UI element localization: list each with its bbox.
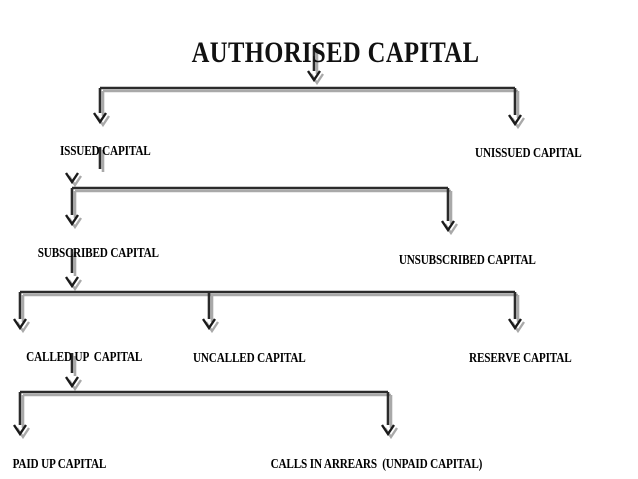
node-calls-in-arrears[interactable]: CALLS IN ARREARS (UNPAID CAPITAL): [260, 444, 483, 479]
node-calls-in-arrears-label: CALLS IN ARREARS (UNPAID CAPITAL): [270, 457, 483, 472]
connector-main-group: [18, 45, 517, 425]
node-paid-up-capital[interactable]: PAID UP CAPITAL: [2, 444, 107, 479]
diagram-title: AUTHORISED CAPITAL: [0, 8, 638, 98]
node-issued-capital-label: ISSUED CAPITAL: [59, 144, 151, 159]
connector-shadow-group: [21, 48, 520, 428]
node-unissued-capital-label: UNISSUED CAPITAL: [475, 146, 582, 161]
node-reserve-capital[interactable]: RESERVE CAPITAL: [451, 338, 579, 380]
node-uncalled-capital[interactable]: UNCALLED CAPITAL: [180, 338, 308, 380]
node-paid-up-capital-label: PAID UP CAPITAL: [12, 457, 107, 472]
node-subscribed-capital-label: SUBSCRIBED CAPITAL: [37, 246, 159, 261]
node-unsubscribed-capital-label: UNSUBSCRIBED CAPITAL: [398, 253, 536, 268]
node-called-up-capital-label: CALLED UP CAPITAL: [26, 350, 143, 365]
diagram-title-text: AUTHORISED CAPITAL: [191, 36, 479, 69]
node-uncalled-capital-label: UNCALLED CAPITAL: [192, 351, 306, 366]
node-called-up-capital[interactable]: CALLED UP CAPITAL: [16, 337, 143, 379]
node-unsubscribed-capital[interactable]: UNSUBSCRIBED CAPITAL: [374, 240, 550, 282]
node-unissued-capital[interactable]: UNISSUED CAPITAL: [443, 133, 603, 175]
node-subscribed-capital[interactable]: SUBSCRIBED CAPITAL: [19, 233, 168, 275]
node-reserve-capital-label: RESERVE CAPITAL: [469, 351, 572, 366]
node-issued-capital[interactable]: ISSUED CAPITAL: [20, 131, 180, 173]
